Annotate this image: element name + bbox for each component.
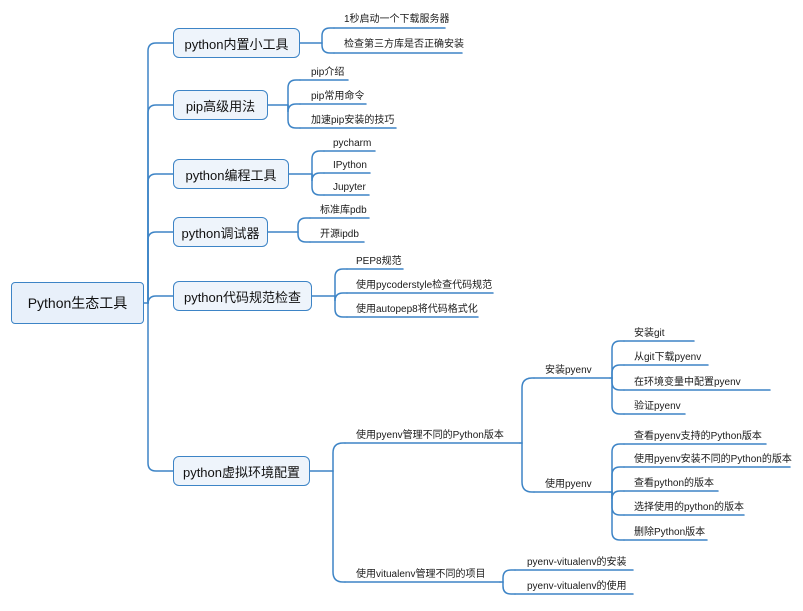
sub-virtualenv-manage[interactable]: 使用vitualenv管理不同的项目 [356,569,486,580]
leaf-pip-intro[interactable]: pip介绍 [311,67,345,78]
branch-pip-advanced[interactable]: pip高级用法 [173,90,268,120]
sub-pyenv-manage[interactable]: 使用pyenv管理不同的Python版本 [356,430,504,441]
branch-builtin-tools[interactable]: python内置小工具 [173,28,300,58]
leaf-select-version[interactable]: 选择使用的python的版本 [634,502,745,513]
leaf-pep8[interactable]: PEP8规范 [356,256,402,267]
b5c-link-1 [611,364,625,379]
root-link-0 [147,42,174,304]
branch-debugger[interactable]: python调试器 [173,217,268,247]
root-link-5 [147,302,174,472]
leaf-delete-version[interactable]: 删除Python版本 [634,527,706,538]
leaf-install-versions[interactable]: 使用pyenv安装不同的Python的版本 [634,454,792,465]
root-link-3 [147,231,174,304]
b2-link-0 [311,150,325,175]
b5d-link-0 [611,443,625,493]
leaf-check-libs[interactable]: 检查第三方库是否正确安装 [344,39,464,50]
leaf-pip-speedup[interactable]: 加速pip安装的技巧 [311,115,395,126]
b2-link-1 [311,172,325,182]
leaf-pycoderstyle[interactable]: 使用pycoderstyle检查代码规范 [356,280,493,291]
sub-use-pyenv[interactable]: 使用pyenv [545,479,592,490]
root-node[interactable]: Python生态工具 [11,282,144,324]
b3-link-1 [297,231,311,243]
b5-link-1 [332,470,346,583]
b5a-link-0 [521,377,535,444]
b5-link-0 [332,442,346,472]
b5a-link-1 [521,442,535,493]
root-link-4 [147,295,174,305]
leaf-pdb[interactable]: 标准库pdb [320,205,367,216]
leaf-virtualenv-use[interactable]: pyenv-vitualenv的使用 [527,581,627,592]
leaf-pycharm[interactable]: pycharm [333,138,372,149]
leaf-ipython[interactable]: IPython [333,160,367,171]
b0-link-0 [321,27,335,44]
leaf-pip-commands[interactable]: pip常用命令 [311,91,365,102]
b5d-link-2 [611,490,625,500]
b5c-link-3 [611,377,625,415]
b5c-link-2 [611,377,625,391]
leaf-download-pyenv[interactable]: 从git下载pyenv [634,352,702,363]
b1-link-0 [287,79,301,106]
sub-install-pyenv[interactable]: 安装pyenv [545,365,592,376]
b5d-link-1 [611,466,625,493]
b0-link-1 [321,42,335,54]
b5b-link-0 [502,569,516,583]
branch-programming-tools[interactable]: python编程工具 [173,159,289,189]
b4-link-0 [334,268,348,297]
leaf-config-env[interactable]: 在环境变量中配置pyenv [634,377,741,388]
leaf-virtualenv-install[interactable]: pyenv-vitualenv的安装 [527,557,627,568]
b5b-link-1 [502,581,516,595]
b1-link-1 [287,103,301,113]
leaf-download-server[interactable]: 1秒启动一个下载服务器 [344,14,450,25]
b2-link-2 [311,173,325,196]
b4-link-2 [334,295,348,318]
b4-link-1 [334,292,348,302]
leaf-install-git[interactable]: 安装git [634,328,665,339]
b5c-link-0 [611,340,625,379]
root-link-2 [147,173,174,304]
leaf-list-versions[interactable]: 查看pyenv支持的Python版本 [634,431,762,442]
branch-virtualenv[interactable]: python虚拟环境配置 [173,456,310,486]
b5d-link-4 [611,491,625,541]
leaf-jupyter[interactable]: Jupyter [333,182,366,193]
leaf-ipdb[interactable]: 开源ipdb [320,229,359,240]
root-link-1 [147,104,174,304]
b3-link-0 [297,217,311,233]
branch-code-style[interactable]: python代码规范检查 [173,281,312,311]
b1-link-2 [287,104,301,129]
leaf-autopep8[interactable]: 使用autopep8将代码格式化 [356,304,478,315]
b5d-link-3 [611,491,625,516]
leaf-view-version[interactable]: 查看python的版本 [634,478,715,489]
leaf-verify-pyenv[interactable]: 验证pyenv [634,401,681,412]
